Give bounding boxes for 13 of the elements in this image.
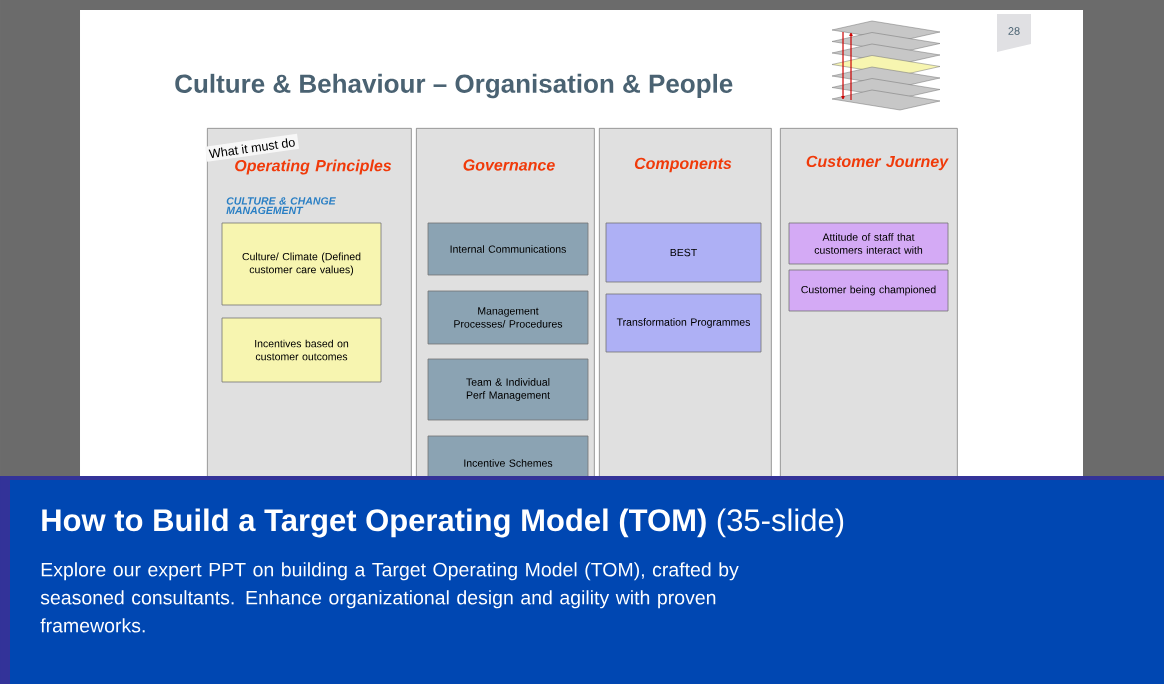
banner-title: How to Build a Target Operating Model (TOM) (35-slide) (42, 508, 844, 538)
process-box: Management Processes/ Procedures (427, 290, 589, 345)
process-box: Incentives based on customer outcomes (221, 317, 382, 383)
banner-description: Explore our expert PPT on building a Target Operating Model (TOM), crafted by seasoned consultants. Enhance organizational design and agility with proven frameworks. (40, 562, 739, 633)
process-box: Team & Individual Perf Management (427, 358, 589, 421)
slide-title: Culture & Behaviour – Organisation & People (175, 73, 733, 99)
process-box: BEST (605, 222, 762, 283)
page-number: 28 (997, 14, 1031, 52)
process-box: Customer being championed (788, 269, 949, 312)
process-box: Attitude of staff that customers interact with (788, 222, 949, 265)
process-box: Transformation Programmes (605, 293, 762, 353)
process-box: Internal Communications (427, 222, 589, 276)
process-box: Culture/ Climate (Defined customer care values) (221, 222, 382, 306)
